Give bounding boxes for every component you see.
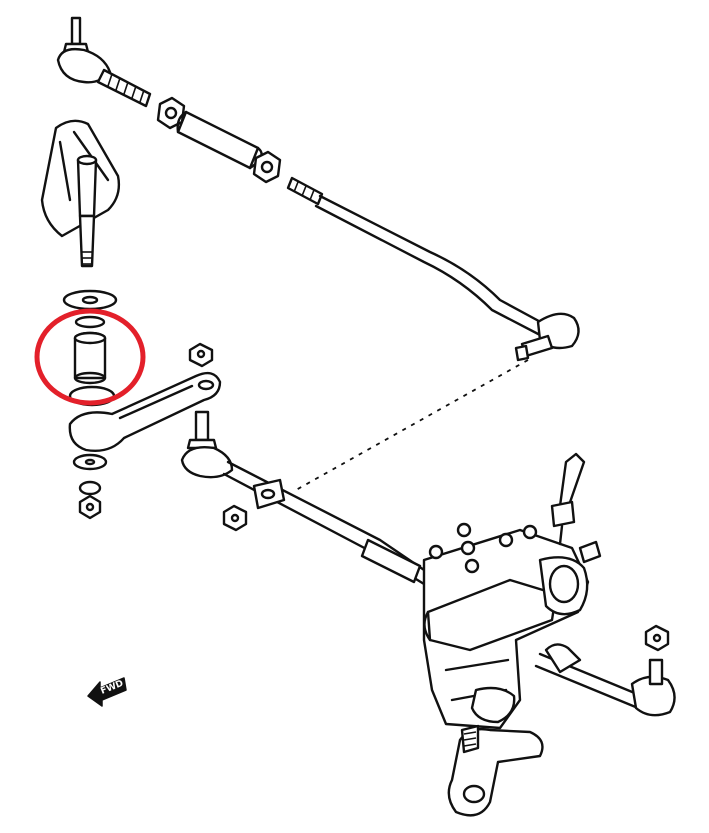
upper-tie-rod-end	[56, 16, 152, 108]
adjuster-sleeve	[176, 110, 263, 170]
hydraulic-line	[550, 452, 586, 546]
right-tie-rod	[534, 643, 676, 717]
tie-rod-castle-nut	[222, 504, 248, 532]
connection-line	[295, 359, 529, 491]
adjuster-nut-right	[252, 150, 282, 184]
steering-gearbox	[422, 522, 602, 730]
idler-lower-washer	[72, 453, 108, 471]
lower-tie-rod	[180, 410, 432, 586]
idler-arm-bracket	[40, 119, 121, 268]
idler-lock-washer	[78, 480, 102, 496]
idler-nut-top	[188, 342, 214, 368]
fwd-arrow-icon: FWD	[87, 677, 127, 707]
upper-washer	[62, 289, 118, 311]
pitman-arm	[447, 724, 544, 817]
right-castle-nut	[644, 624, 670, 652]
idler-bushing	[73, 315, 107, 385]
long-drag-link	[286, 176, 580, 362]
adjuster-nut-left	[156, 96, 186, 130]
highlight-circle	[34, 308, 146, 406]
idler-arm	[68, 371, 222, 452]
idler-castle-nut	[78, 494, 102, 520]
